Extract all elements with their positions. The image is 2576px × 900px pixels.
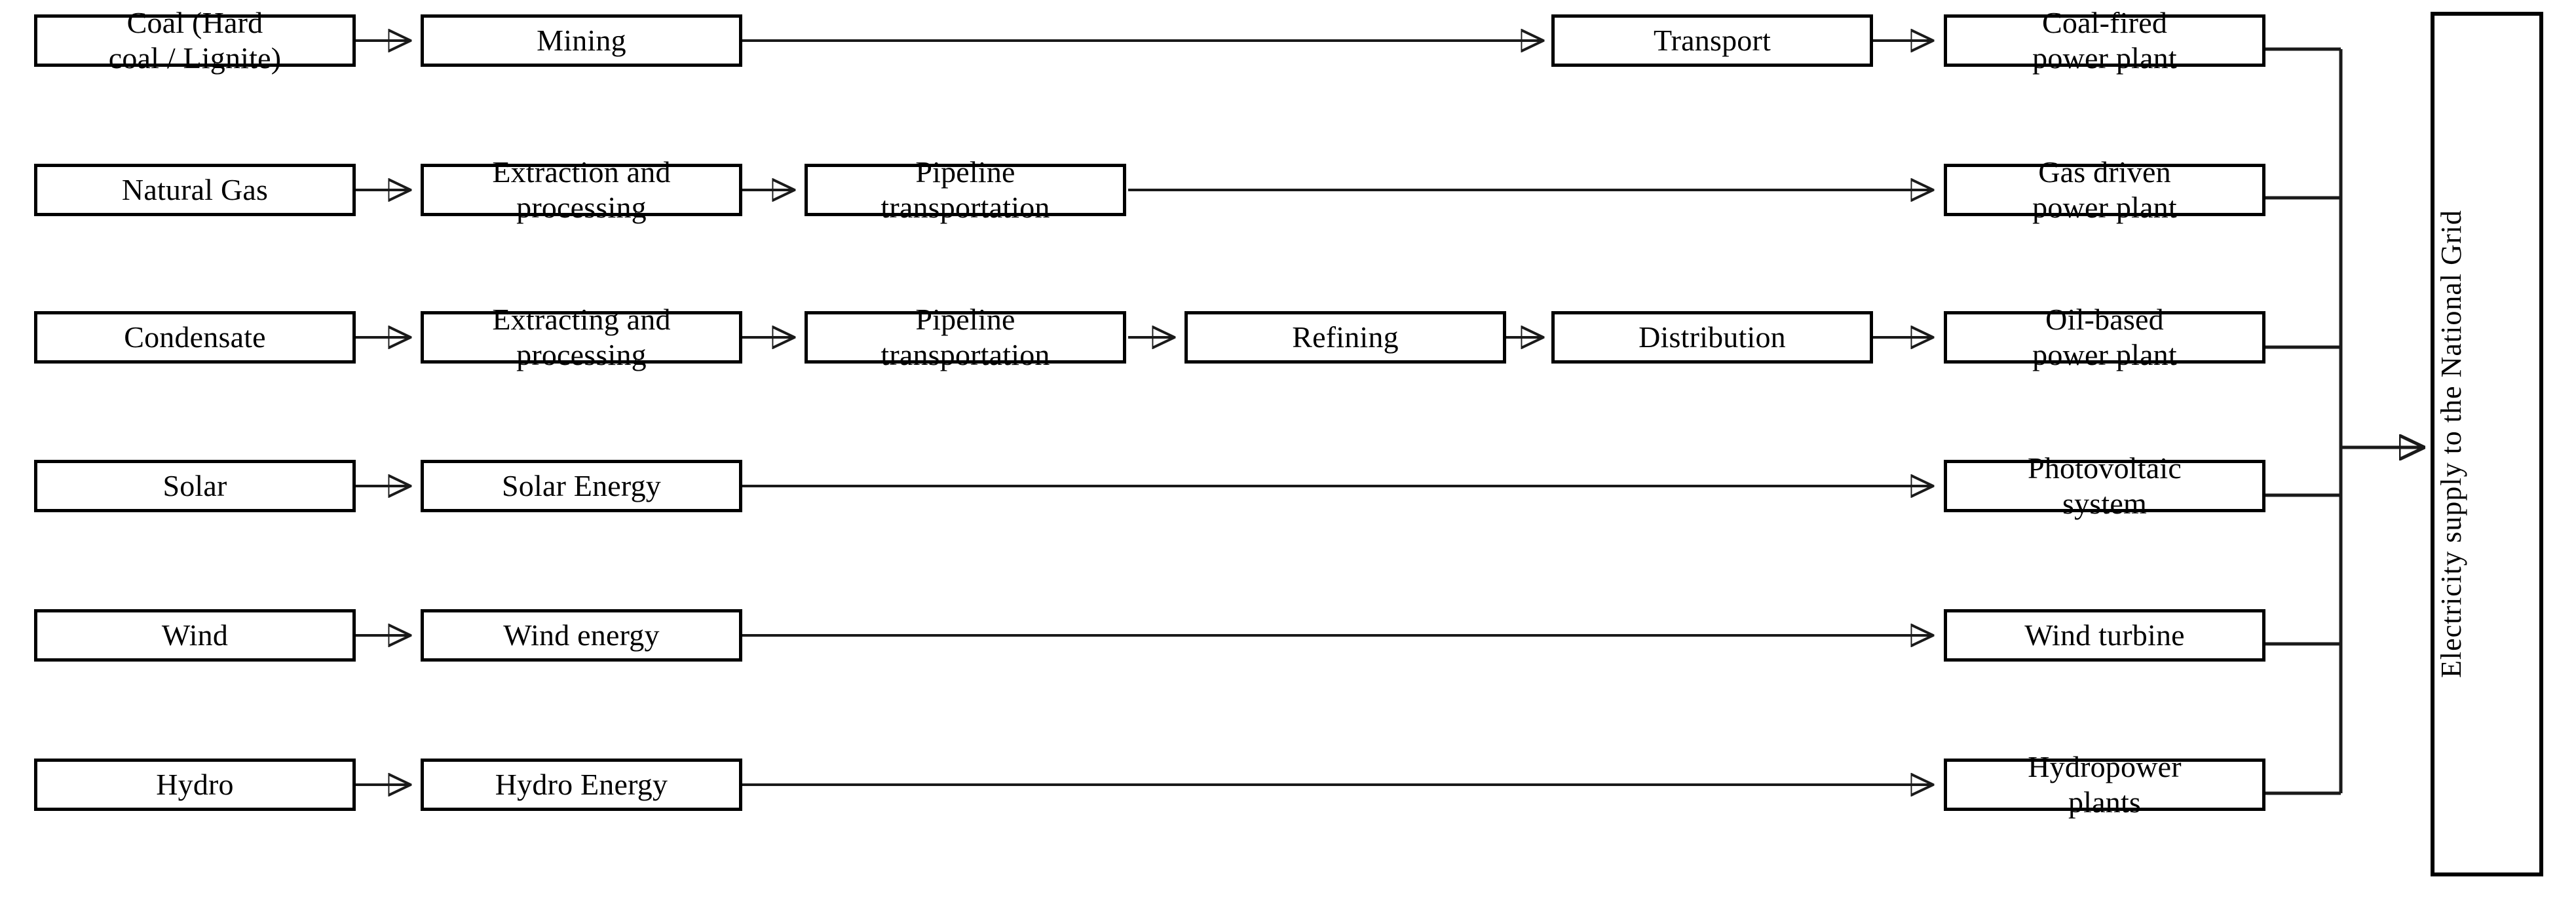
node-distribution[interactable]: Distribution <box>1551 311 1873 364</box>
node-national-grid[interactable]: Electricity supply to the National Grid <box>2431 12 2543 876</box>
node-condensate-source[interactable]: Condensate <box>34 311 356 364</box>
node-coal-transport[interactable]: Transport <box>1551 14 1873 67</box>
node-coal-transport-label: Transport <box>1653 23 1771 57</box>
node-condensate-source-label: Condensate <box>124 320 266 354</box>
node-natural-gas-source-label: Natural Gas <box>121 172 269 206</box>
node-wind-turbine-label: Wind turbine <box>2024 618 2185 652</box>
node-coal-mining[interactable]: Mining <box>421 14 742 67</box>
node-wind-source[interactable]: Wind <box>34 609 356 662</box>
node-solar-energy[interactable]: Solar Energy <box>421 460 742 512</box>
node-solar-source[interactable]: Solar <box>34 460 356 512</box>
node-distribution-label: Distribution <box>1638 320 1786 354</box>
node-wind-energy[interactable]: Wind energy <box>421 609 742 662</box>
node-solar-energy-label: Solar Energy <box>501 468 661 502</box>
node-wind-source-label: Wind <box>161 618 229 652</box>
node-national-grid-label: Electricity supply to the National Grid <box>2435 210 2467 679</box>
node-hydro-source[interactable]: Hydro <box>34 759 356 811</box>
node-refining[interactable]: Refining <box>1184 311 1506 364</box>
node-hydro-energy[interactable]: Hydro Energy <box>421 759 742 811</box>
node-solar-source-label: Solar <box>162 468 227 502</box>
node-hydro-energy-label: Hydro Energy <box>495 767 668 801</box>
node-coal-mining-label: Mining <box>537 23 626 57</box>
node-wind-energy-label: Wind energy <box>503 618 660 652</box>
node-wind-turbine[interactable]: Wind turbine <box>1944 609 2265 662</box>
node-refining-label: Refining <box>1292 320 1399 354</box>
node-natural-gas-source[interactable]: Natural Gas <box>34 164 356 216</box>
node-hydro-source-label: Hydro <box>156 767 234 801</box>
